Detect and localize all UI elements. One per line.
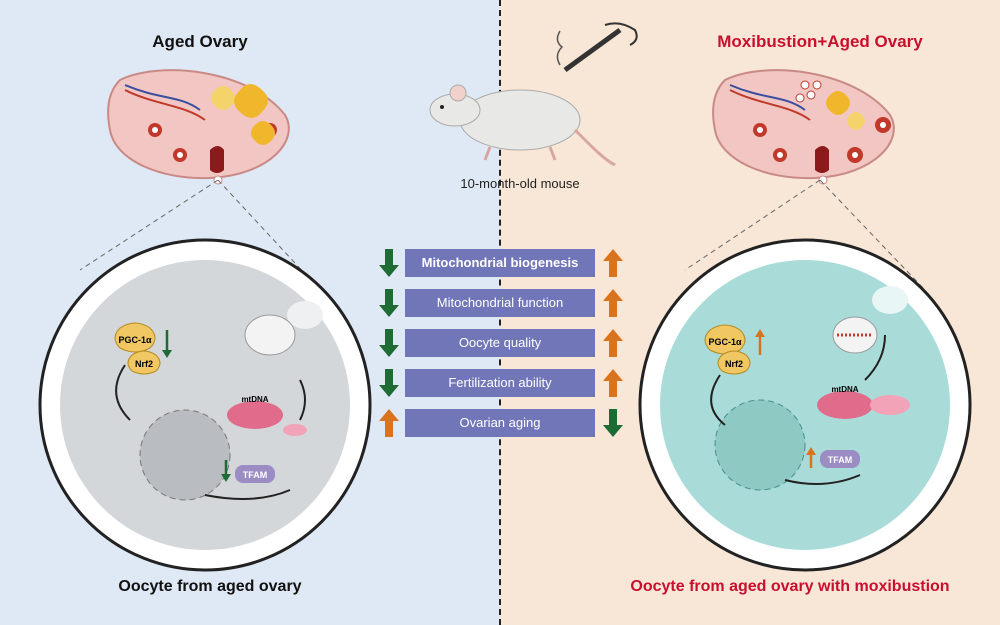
mouse-age-label: 10-month-old mouse	[460, 176, 580, 191]
effect-row: Fertilization ability	[375, 365, 625, 405]
moxa-nrf2-label: Nrf2	[725, 359, 743, 369]
moxa-arrow-up-icon	[603, 369, 623, 397]
aged-tfam-label: TFAM	[243, 470, 268, 480]
aged-arrow-down-icon	[379, 289, 399, 317]
effects-comparison-list: Mitochondrial biogenesis Mitochondrial f…	[375, 245, 625, 445]
moxibustion-oocyte-diagram: PGC-1α Nrf2 mtDNA TFAM	[638, 180, 972, 572]
moxa-stick-icon	[556, 22, 638, 73]
effect-label: Mitochondrial function	[405, 289, 595, 317]
moxa-arrow-up-icon	[603, 329, 623, 357]
aged-oocyte-diagram: PGC-1α Nrf2 mtDNA TFAM	[38, 180, 372, 572]
aged-arrow-down-icon	[379, 369, 399, 397]
aged-ovary-illustration	[107, 69, 290, 185]
aged-mtdna-label: mtDNA	[241, 395, 268, 404]
aged-nrf2-label: Nrf2	[135, 359, 153, 369]
aged-arrow-up-icon	[379, 409, 399, 437]
moxa-pgc-label: PGC-1α	[708, 337, 742, 347]
moxibustion-oocyte-caption: Oocyte from aged ovary with moxibustion	[630, 578, 950, 595]
moxa-arrow-up-icon	[603, 289, 623, 317]
moxa-arrow-down-icon	[603, 409, 623, 437]
effect-label: Oocyte quality	[405, 329, 595, 357]
aged-ovary-title: Aged Ovary	[152, 32, 248, 51]
effect-row: Oocyte quality	[375, 325, 625, 365]
aged-pgc-label: PGC-1α	[118, 335, 152, 345]
effect-row: Mitochondrial function	[375, 285, 625, 325]
effect-label: Fertilization ability	[405, 369, 595, 397]
moxibustion-ovary-illustration	[712, 69, 895, 185]
effect-row: Mitochondrial biogenesis	[375, 245, 625, 285]
effect-row: Ovarian aging	[375, 405, 625, 445]
moxa-arrow-up-icon	[603, 249, 623, 277]
aged-oocyte-caption: Oocyte from aged ovary	[118, 578, 302, 595]
moxibustion-title: Moxibustion+Aged Ovary	[717, 32, 923, 51]
effect-label: Mitochondrial biogenesis	[405, 249, 595, 277]
aged-arrow-down-icon	[379, 249, 399, 277]
moxa-tfam-label: TFAM	[828, 455, 853, 465]
moxa-mtdna-label: mtDNA	[831, 385, 858, 394]
aged-arrow-down-icon	[379, 329, 399, 357]
effect-label: Ovarian aging	[405, 409, 595, 437]
mouse-illustration	[429, 84, 616, 167]
